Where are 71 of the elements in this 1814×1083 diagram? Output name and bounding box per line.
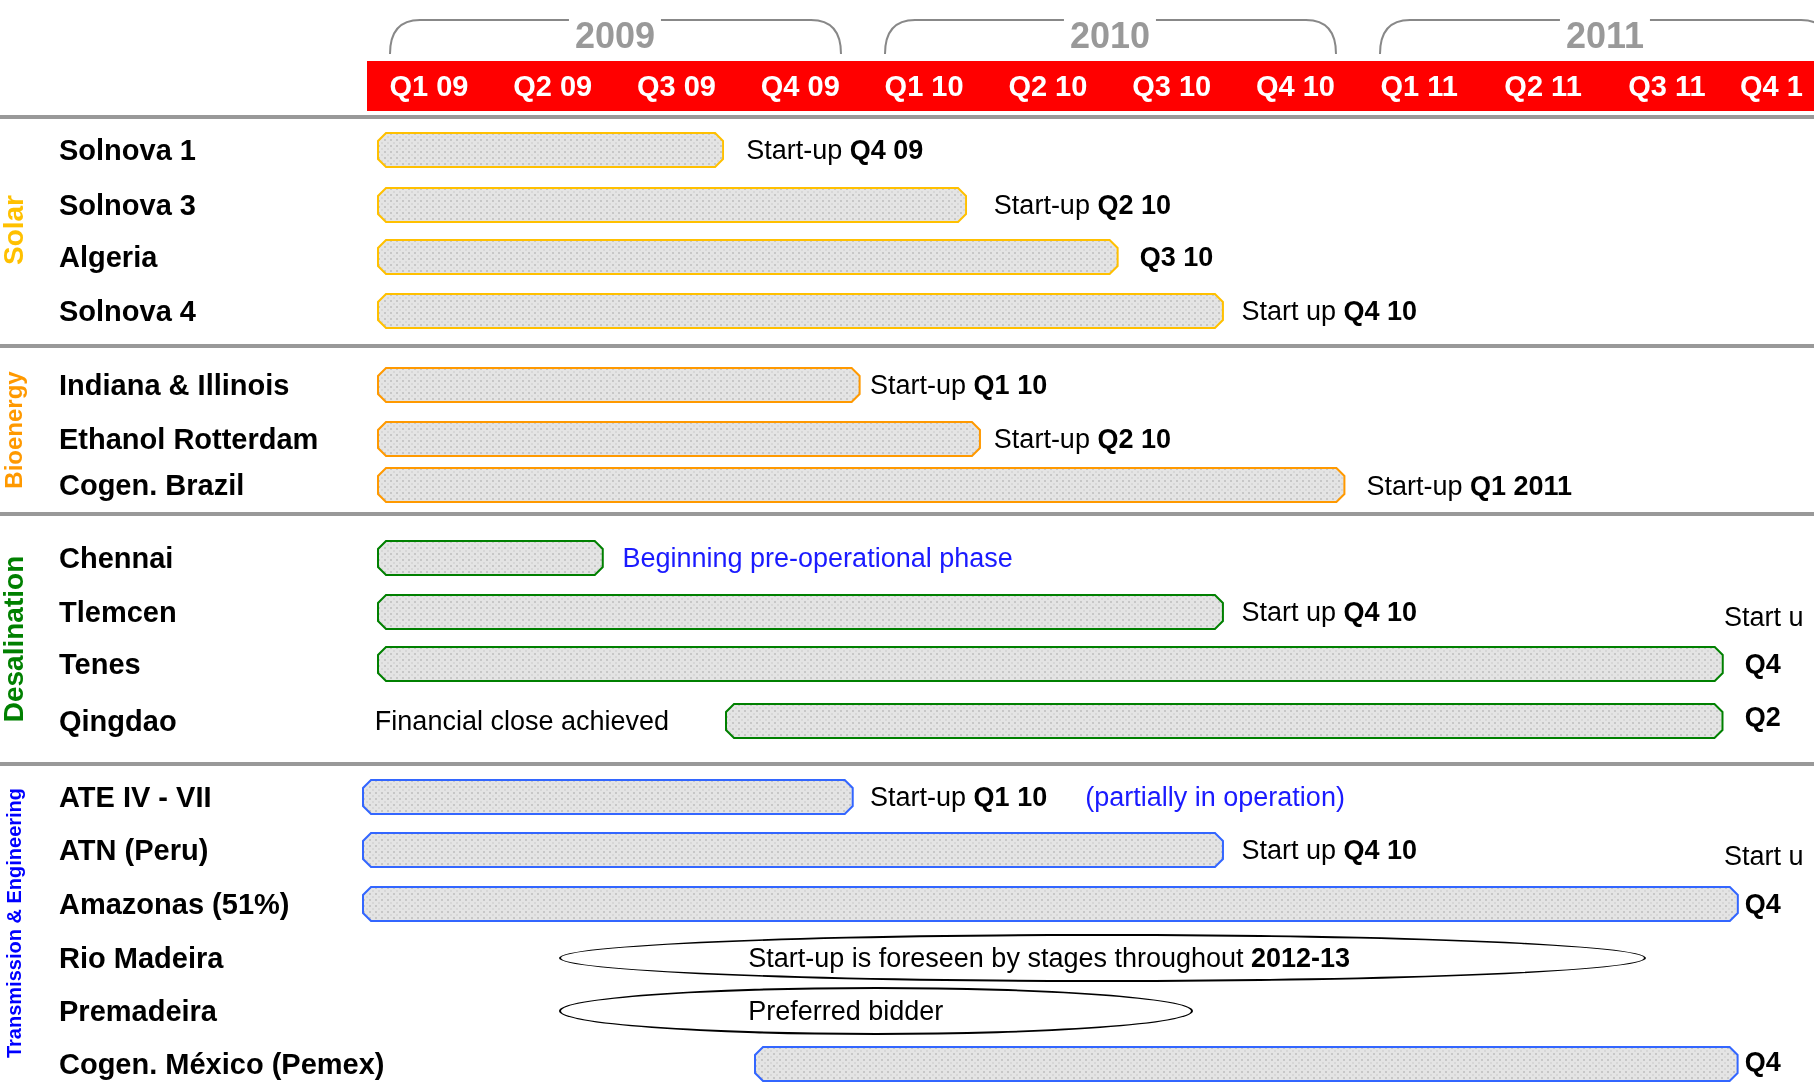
quarter-label: Q1 09	[388, 69, 470, 104]
project-name: Solnova 1	[59, 133, 196, 167]
project-name: Premadeira	[59, 994, 217, 1028]
project-name: Algeria	[59, 240, 158, 274]
project-name: ATE IV - VII	[59, 780, 212, 814]
quarter-label: Q3 09	[636, 69, 717, 104]
quarter-label: Q3 10	[1131, 69, 1213, 104]
project-name: Chennai	[59, 541, 174, 575]
status-text: Q4	[1744, 888, 1781, 920]
timeline-bar	[377, 594, 1225, 630]
project-name: Qingdao	[59, 704, 177, 738]
timeline-bar	[377, 293, 1225, 329]
quarter-label: Q1 11	[1379, 69, 1459, 104]
note-text: Financial close achieved	[374, 705, 670, 737]
timeline-bar	[725, 703, 1724, 739]
project-name: ATN (Peru)	[59, 833, 209, 867]
status-text: Start-up Q4 09	[746, 134, 924, 166]
note-text: (partially in operation)	[1085, 781, 1345, 813]
project-name: Rio Madeira	[59, 941, 224, 975]
status-text: Q4	[1744, 1046, 1781, 1078]
timeline-bar	[362, 779, 854, 815]
quarter-label: Q4 09	[759, 69, 841, 104]
project-name: Amazonas (51%)	[59, 887, 290, 921]
timeline-bar	[377, 467, 1346, 503]
quarter-label: Q4 1	[1738, 69, 1804, 104]
section-label: Desalination	[0, 555, 30, 723]
status-text: Q4	[1744, 648, 1781, 680]
project-name: Indiana & Illinois	[59, 368, 290, 402]
timeline-bar	[377, 540, 604, 576]
section-label: Transmission & Engineering	[2, 787, 26, 1059]
timeline-bar	[377, 367, 861, 403]
status-text: Start-up is foreseen by stages throughout 2012-13	[748, 944, 1351, 972]
status-text: Start u	[1723, 601, 1804, 633]
status-text: Start-up Q2 10	[993, 423, 1171, 454]
project-name: Tlemcen	[59, 595, 177, 629]
quarter-label: Q2 10	[1007, 69, 1089, 104]
quarter-label: Q2 11	[1503, 69, 1583, 104]
quarter-label: Q4 10	[1254, 69, 1336, 104]
status-text: Start-up Q1 10	[870, 369, 1048, 401]
status-text: Start u	[1723, 840, 1804, 872]
timeline-bar	[377, 187, 968, 223]
status-text: Start-up Q1 10	[870, 781, 1048, 813]
status-text: Start up Q4 10	[1241, 834, 1418, 866]
timeline-bar	[362, 886, 1739, 922]
project-name: Solnova 3	[59, 188, 196, 222]
timeline-bar	[754, 1046, 1739, 1082]
timeline-bar	[377, 646, 1724, 682]
status-text: Start up Q4 10	[1241, 596, 1418, 628]
status-text: Q2	[1744, 701, 1781, 733]
section-label: Bioenergy	[0, 371, 28, 489]
status-text: Start up Q4 10	[1241, 295, 1418, 327]
timeline-bar	[362, 832, 1225, 868]
status-text: Q3 10	[1139, 241, 1214, 273]
quarter-label: Q2 09	[512, 69, 594, 104]
timeline-bar	[377, 132, 725, 168]
project-name: Cogen. Brazil	[59, 468, 245, 502]
timeline-bar	[377, 421, 982, 457]
status-ellipse	[558, 987, 1193, 1035]
project-name: Ethanol Rotterdam	[59, 422, 319, 456]
status-ellipse	[558, 934, 1647, 982]
timeline-bar	[377, 239, 1119, 275]
section-label: Solar	[0, 195, 30, 265]
status-text: Beginning pre-operational phase	[622, 542, 1013, 574]
project-name: Tenes	[59, 647, 141, 681]
status-text: Start-up Q2 10	[993, 189, 1171, 221]
quarter-label: Q1 10	[883, 69, 965, 104]
quarter-label: Q3 11	[1627, 69, 1707, 104]
project-name: Cogen. México (Pemex)	[59, 1047, 385, 1081]
project-name: Solnova 4	[59, 294, 196, 328]
status-text: Start-up Q1 2011	[1366, 470, 1573, 502]
status-text: Preferred bidder	[748, 997, 944, 1025]
